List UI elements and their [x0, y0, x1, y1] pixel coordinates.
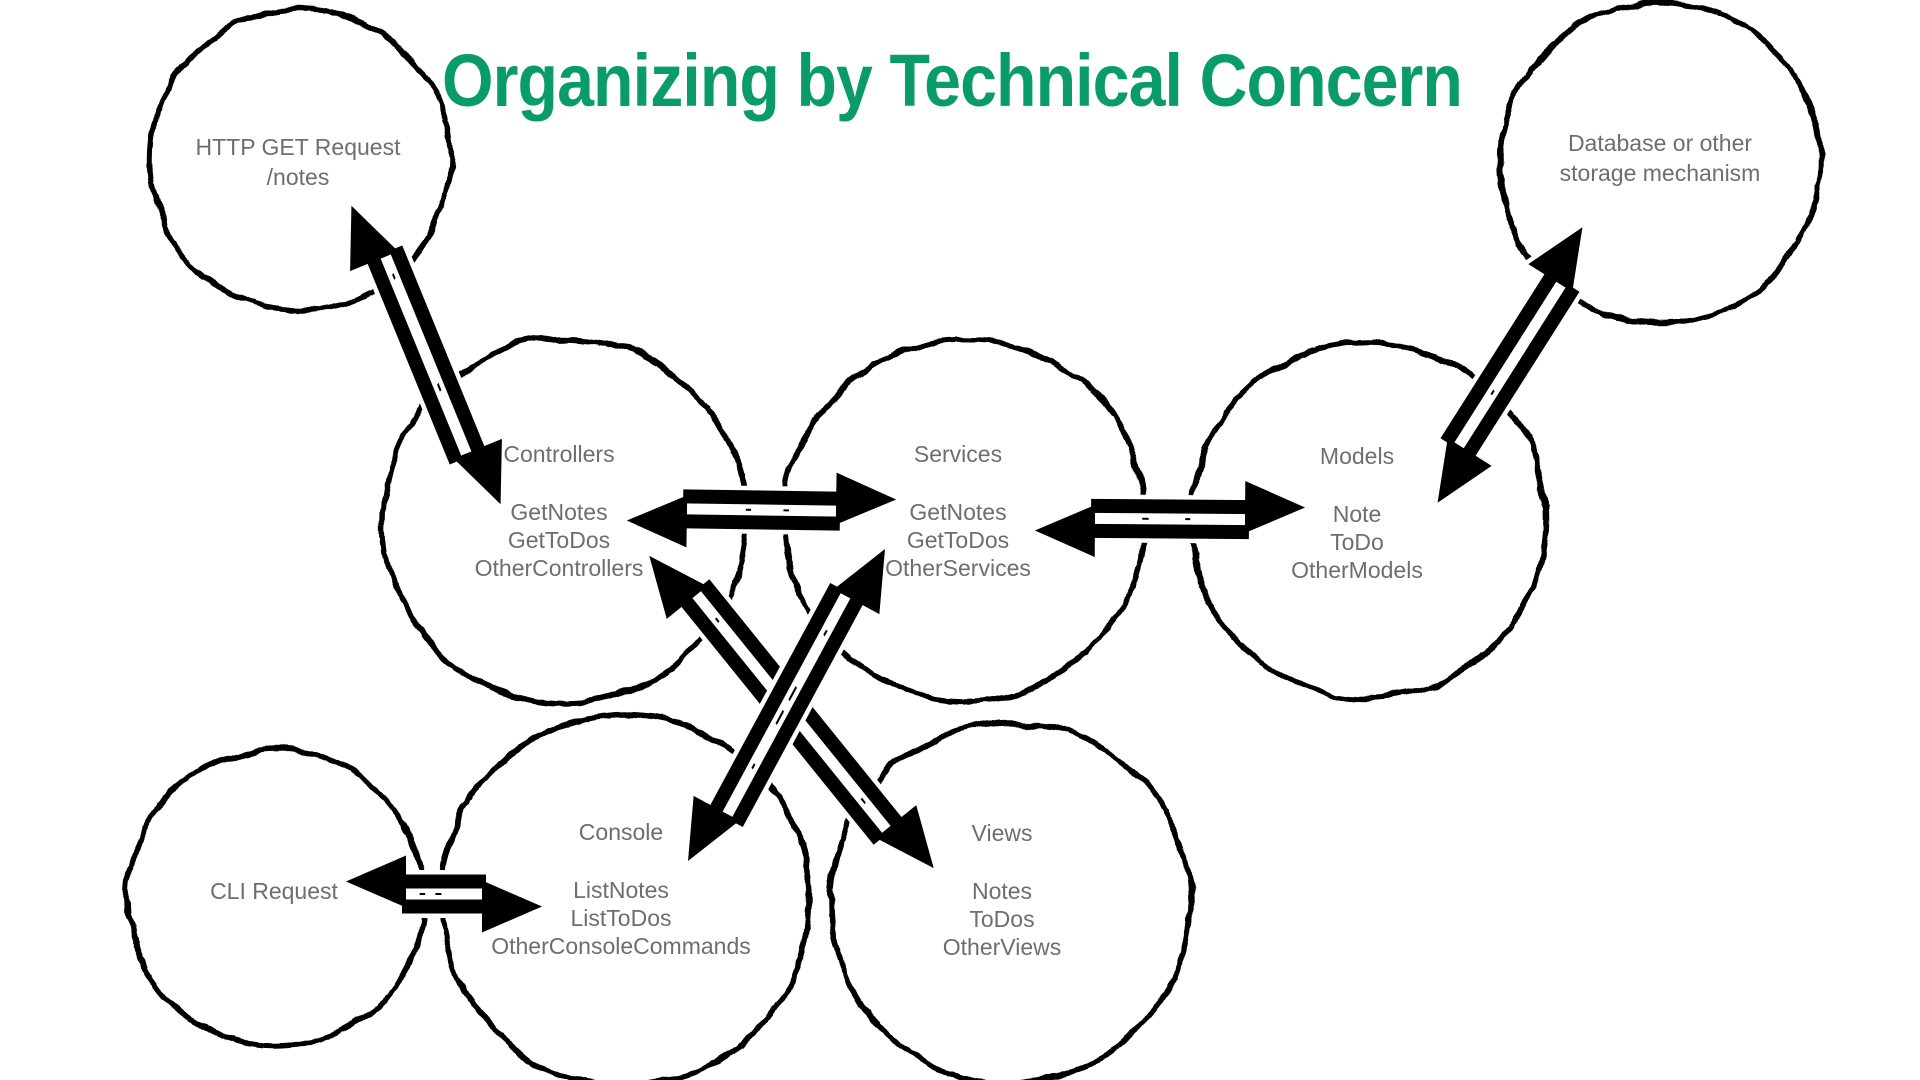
node-label-http: HTTP GET Request — [196, 134, 402, 160]
node-item-services-2: OtherServices — [885, 555, 1031, 581]
node-label-services: Services — [914, 441, 1002, 467]
edge-http-controllers-arrowhead-to-controllers — [453, 438, 502, 505]
edge-services-console-arrowhead-to-services — [833, 548, 885, 615]
node-item-services-0: GetNotes — [909, 499, 1006, 525]
node-item-models-0: Note — [1333, 501, 1382, 527]
edge-cli-console-arrowhead-to-console — [482, 880, 542, 933]
node-item-console-2: OtherConsoleCommands — [491, 933, 751, 959]
node-label-database: Database or other — [1568, 130, 1752, 156]
edge-services-models-double-arrow — [1030, 476, 1310, 562]
node-circle-database — [1497, 0, 1823, 326]
edge-services-console-line-0 — [730, 591, 867, 827]
node-sublabel-database: storage mechanism — [1560, 160, 1761, 186]
edge-cli-console-arrowhead-to-cli — [346, 855, 406, 908]
edge-controllers-services-arrowhead-to-services — [835, 472, 897, 525]
node-sublabel-http: /notes — [267, 164, 330, 190]
diagram-title: Organizing by Technical Concern — [442, 39, 1462, 122]
node-item-controllers-0: GetNotes — [510, 499, 607, 525]
node-item-views-2: OtherViews — [943, 934, 1061, 960]
node-circle-views — [827, 720, 1193, 1080]
node-item-console-1: ListToDos — [571, 905, 672, 931]
edge-services-console-double-arrow — [683, 544, 890, 866]
edge-controllers-services-arrowhead-to-controllers — [626, 495, 688, 548]
edge-services-models-arrowhead-to-models — [1244, 481, 1306, 534]
node-circle-models — [1187, 339, 1549, 701]
node-item-views-1: ToDos — [969, 906, 1034, 932]
node-item-views-0: Notes — [972, 878, 1032, 904]
node-item-models-1: ToDo — [1330, 529, 1384, 555]
edge-controllers-services-line-1 — [683, 489, 845, 506]
edge-services-models-line-1 — [1091, 498, 1254, 515]
node-label-models: Models — [1320, 443, 1394, 469]
node-item-console-0: ListNotes — [573, 877, 669, 903]
edge-models-database-double-arrow — [1433, 222, 1587, 508]
edge-services-console-arrowhead-to-console — [688, 795, 740, 862]
edge-services-models-arrowhead-to-services — [1034, 504, 1096, 557]
edge-http-controllers-line-0 — [364, 251, 463, 465]
edge-models-database-line-1 — [1440, 267, 1561, 446]
node-label-console: Console — [579, 819, 663, 845]
node-item-services-1: GetToDos — [907, 527, 1009, 553]
edge-controllers-services-double-arrow — [622, 468, 901, 552]
edge-http-controllers-line-1 — [389, 245, 488, 459]
node-label-controllers: Controllers — [503, 441, 614, 467]
node-item-models-2: OtherModels — [1291, 557, 1423, 583]
edges-layer — [341, 201, 1587, 937]
edge-http-controllers-double-arrow — [345, 201, 507, 509]
edge-models-database-arrowhead-to-models — [1437, 438, 1492, 503]
edge-models-database-line-0 — [1459, 284, 1580, 463]
node-circle-http — [147, 7, 453, 313]
edge-controllers-views-arrowhead-to-views — [875, 805, 934, 869]
node-label-cli: CLI Request — [210, 878, 338, 904]
node-label-views: Views — [972, 820, 1033, 846]
edge-controllers-views-arrowhead-to-controllers — [649, 555, 708, 619]
edge-services-models-line-0 — [1086, 523, 1249, 540]
edge-services-console-line-1 — [706, 583, 843, 819]
edge-http-controllers-arrowhead-to-http — [350, 205, 399, 272]
edge-cli-console-double-arrow — [341, 851, 547, 937]
edge-models-database-arrowhead-to-database — [1528, 227, 1583, 292]
edge-controllers-services-line-0 — [678, 514, 840, 531]
node-item-controllers-1: GetToDos — [508, 527, 610, 553]
node-item-controllers-2: OtherControllers — [475, 555, 644, 581]
labels-layer: HTTP GET Request/notes Database or other s… — [196, 130, 1761, 960]
